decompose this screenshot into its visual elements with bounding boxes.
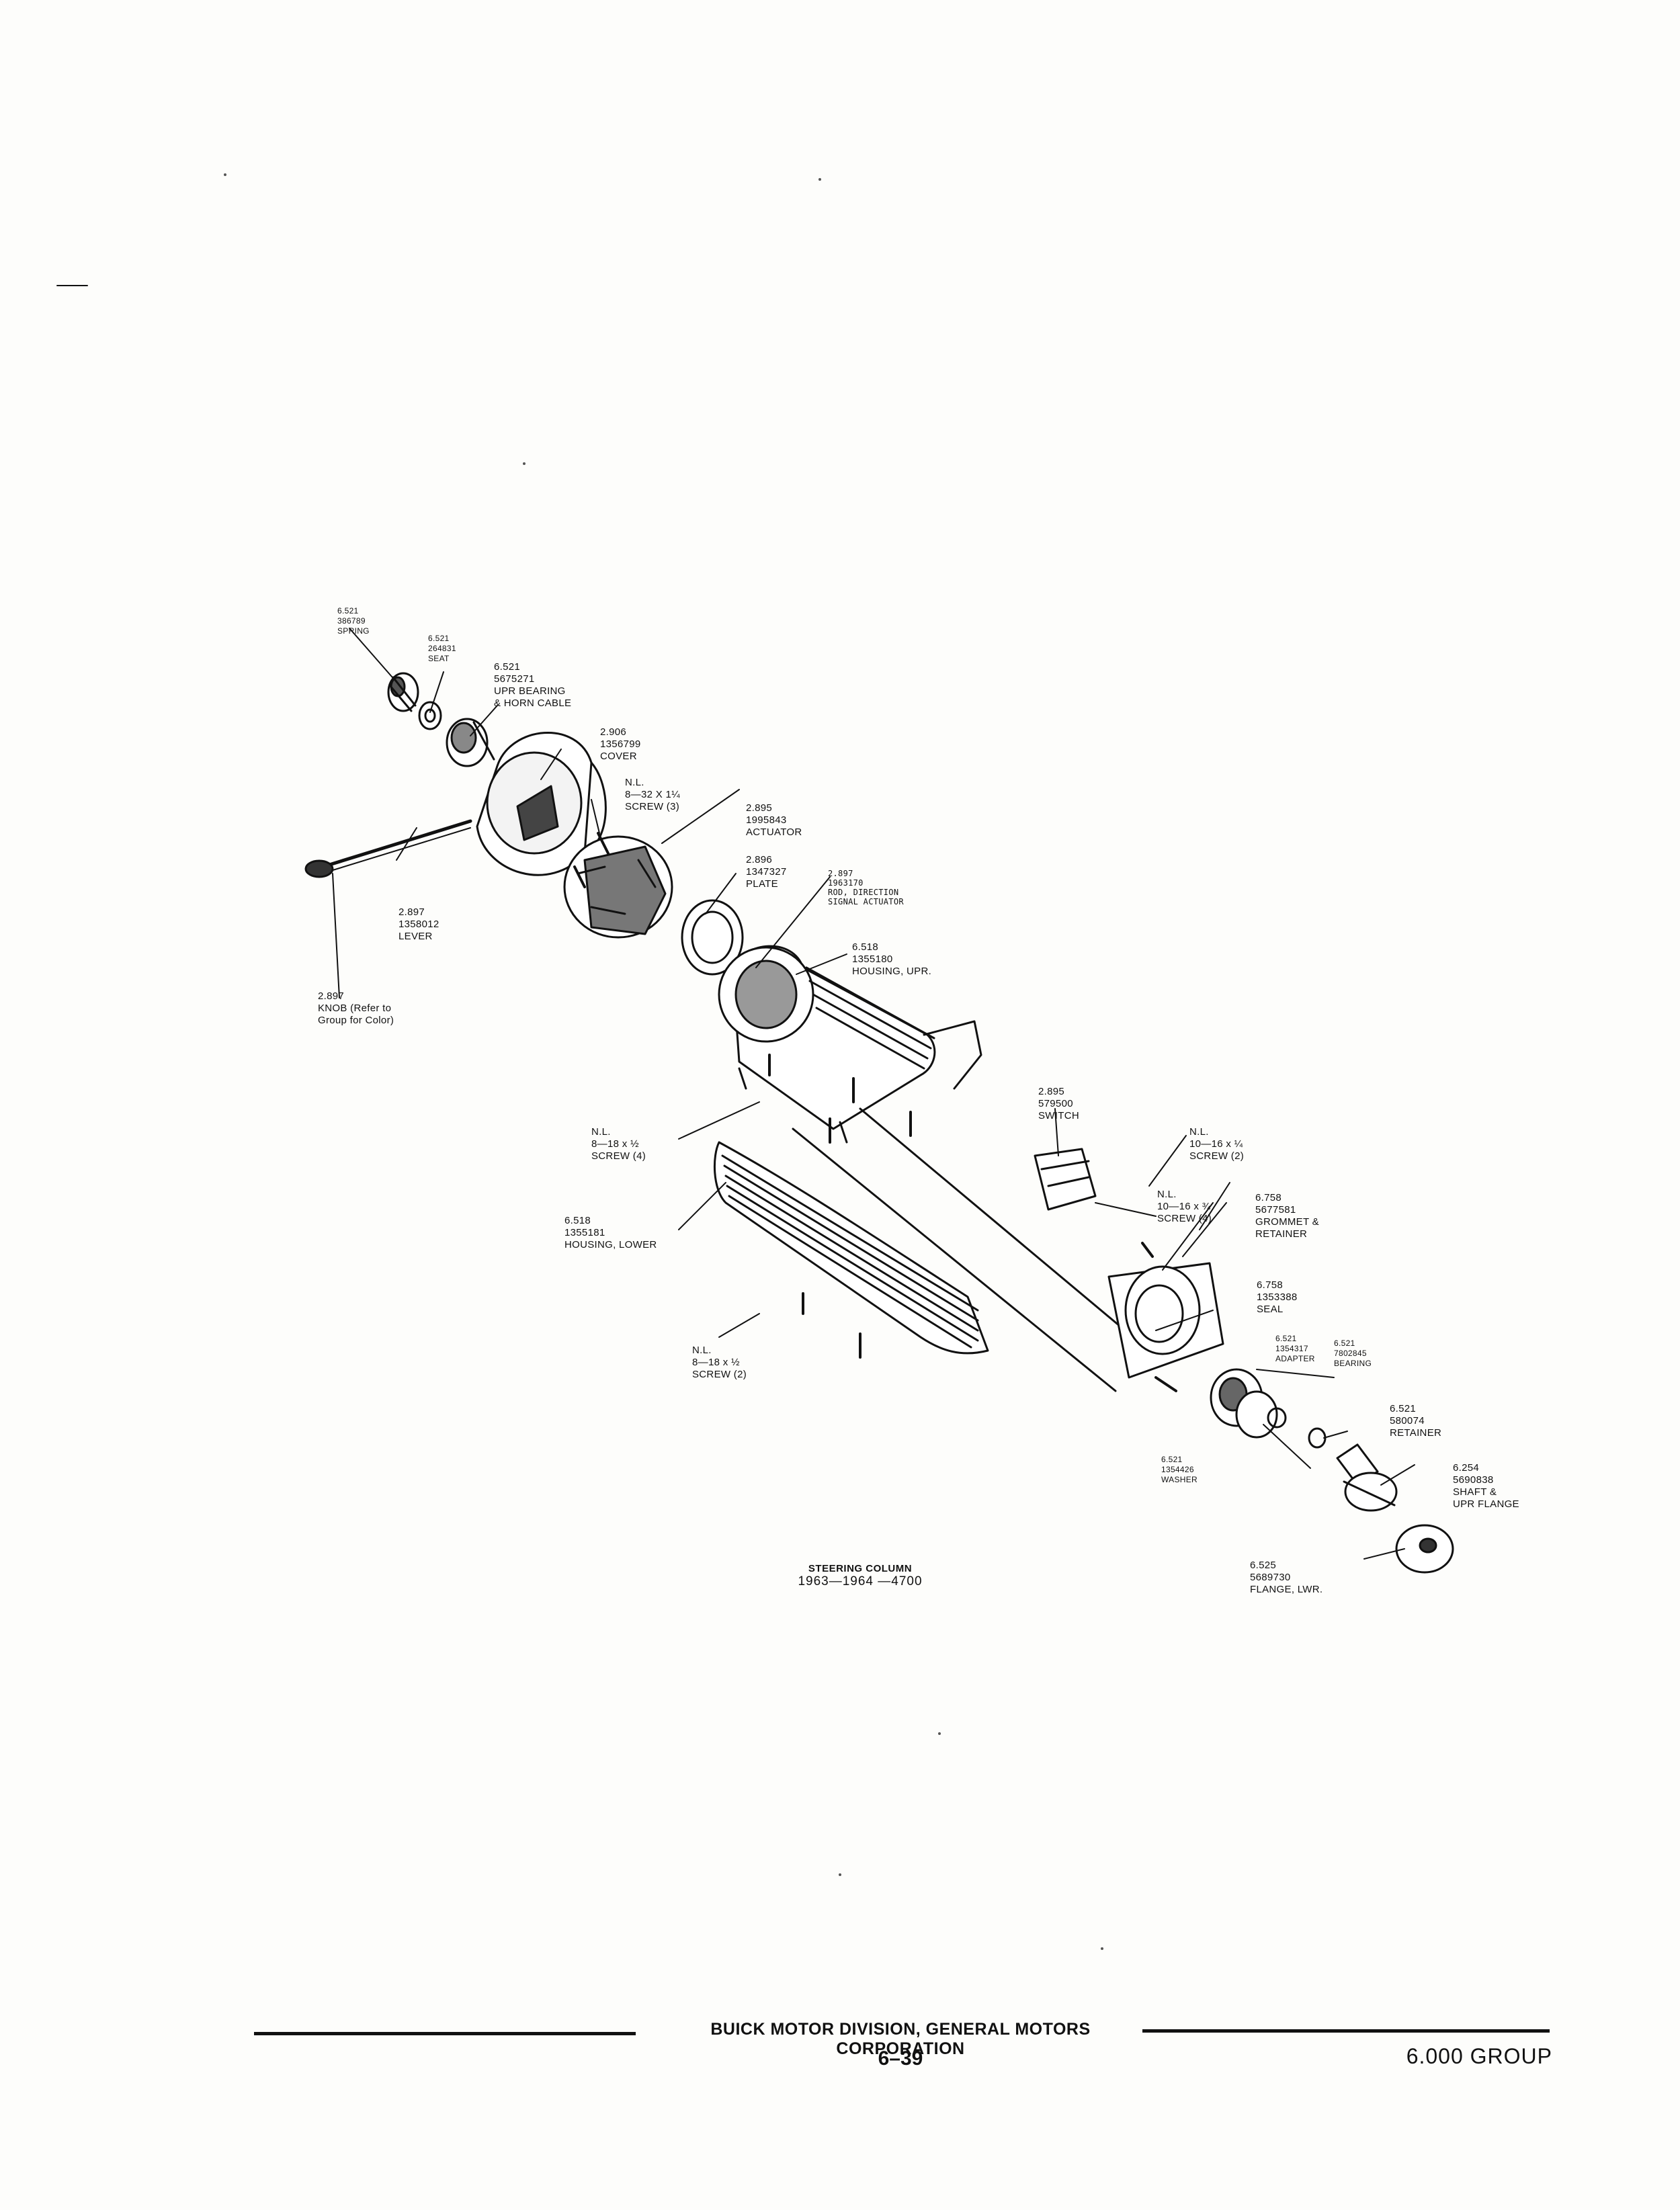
shaft-part [1336,1443,1398,1512]
footer-division: BUICK MOTOR DIVISION, GENERAL MOTORS COR… [710,2020,1091,2058]
knob-part [304,859,334,878]
footer-right-rule [1142,2029,1550,2033]
lever-part [327,819,472,872]
adapter-bearing-part [1235,1390,1278,1439]
leader-lines [332,628,1415,1560]
caption-subtitle: 1963—1964 —4700 [798,1574,923,1588]
lower-flange-part [1395,1524,1454,1574]
figure-caption: STEERING COLUMN 1963—1964 —4700 [773,1563,948,1589]
group-number: 6.000 GROUP [1406,2044,1552,2068]
caption-title: STEERING COLUMN [808,1563,913,1574]
retainer-part [1308,1427,1327,1449]
switch-part [1034,1148,1097,1211]
footer-left-rule [254,2032,636,2035]
upper-bearing-part [446,718,495,767]
lower-housing-part [714,1141,989,1355]
upper-housing-part [718,945,982,1144]
cover-screw-part [573,832,610,888]
grommet-retainer-part [1107,1242,1224,1379]
cover-part [476,732,607,876]
actuator-part [563,835,673,939]
plate-part [681,899,744,976]
housing-screws [768,1054,1177,1392]
washer-part [1267,1407,1287,1429]
seat-part [418,701,442,730]
spring-part [387,672,419,712]
column-tube-part [792,1107,1150,1392]
page-number: 6–39 [878,2047,923,2070]
scan-specks [224,173,1103,1950]
